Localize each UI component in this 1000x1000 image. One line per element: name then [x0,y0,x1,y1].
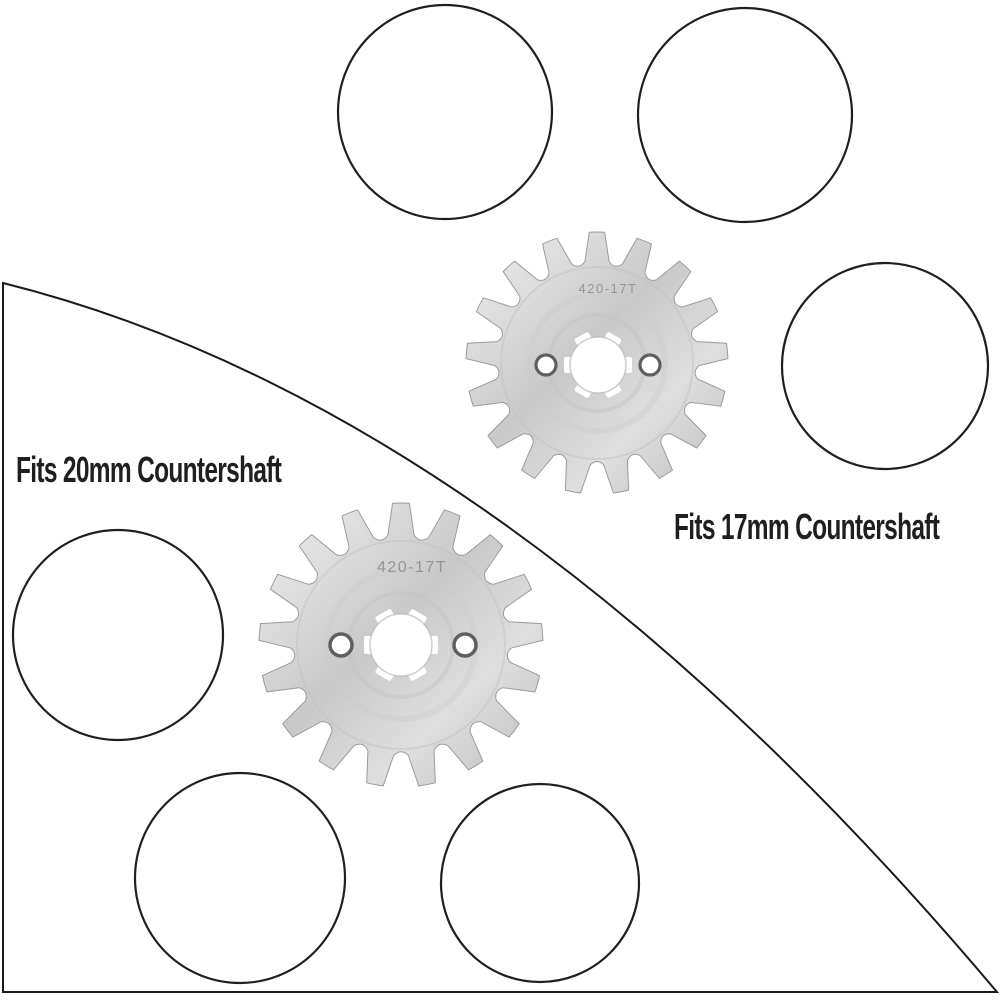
bolt-hole-left [534,353,558,377]
engine-image-left-middle [11,528,225,742]
engine-image-bottom-right [439,782,641,984]
bolt-hole-left [328,632,354,658]
sprocket-17mm: 420-17T [465,231,729,494]
caption-17mm: Fits 17mm Countershaft [674,506,940,547]
engine-image-right-middle [780,261,990,471]
engine-image-top-right [636,6,854,224]
bolt-hole-right [452,632,478,658]
spline-center-hole [564,332,632,398]
sprocket-20mm: 420-17T [258,502,544,787]
engine-image-bottom-left [133,771,347,985]
sprocket-engraving: 420-17T [579,281,638,296]
caption-20mm: Fits 20mm Countershaft [16,449,282,490]
sprocket-engraving: 420-17T [377,559,447,576]
engine-image-top-left [336,3,554,221]
bolt-hole-right [638,353,662,377]
spline-center-hole [364,609,438,681]
divider-curve [1,281,1000,993]
